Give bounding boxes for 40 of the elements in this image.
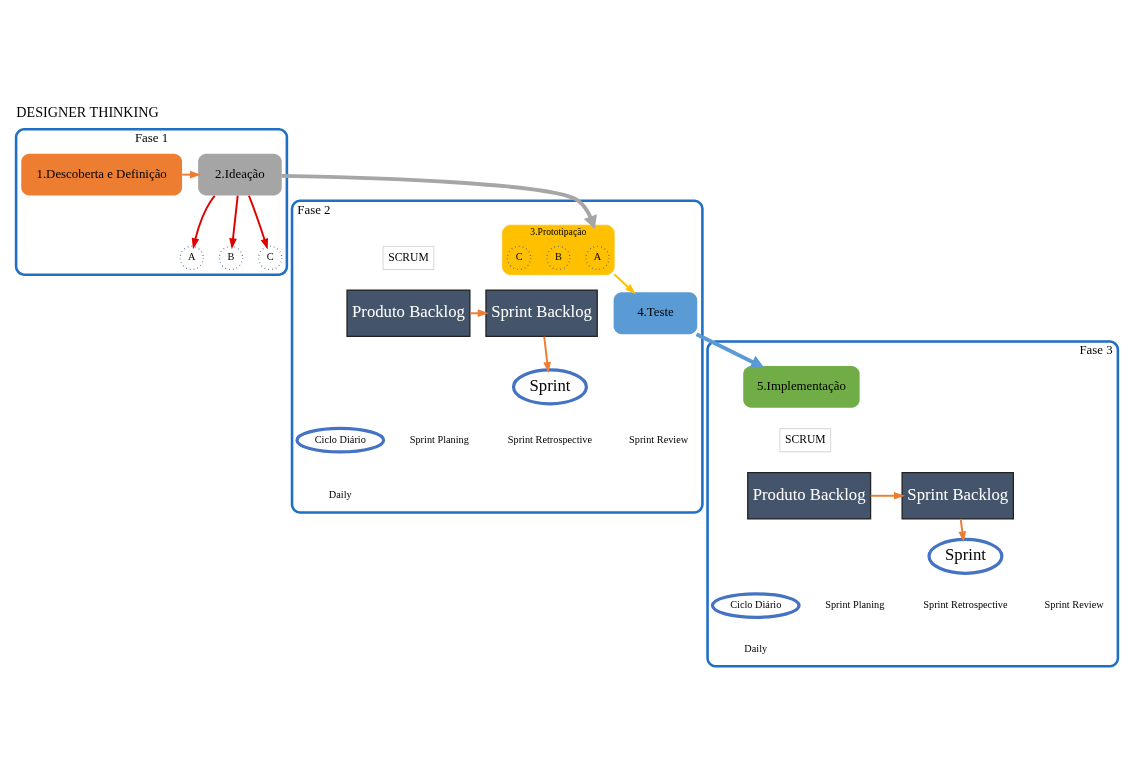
arrow bbox=[695, 332, 765, 368]
label: Sprint Planing bbox=[409, 433, 469, 445]
label: Sprint Retrospective bbox=[923, 598, 1008, 610]
node-box: 4.Teste bbox=[613, 291, 698, 334]
node-ellipse: Ciclo Diário bbox=[295, 426, 386, 454]
arrow bbox=[613, 272, 636, 294]
label: Daily bbox=[744, 642, 768, 654]
node-box: 2.Ideação bbox=[198, 153, 282, 196]
node-box: SCRUM bbox=[382, 245, 435, 270]
arrow bbox=[958, 517, 967, 542]
node-circle: A bbox=[585, 245, 610, 270]
label: Sprint Review bbox=[1044, 598, 1104, 610]
diagram-title: DESIGNER THINKING bbox=[16, 103, 159, 120]
node-box: SCRUM bbox=[779, 427, 832, 452]
label: Sprint Review bbox=[629, 433, 689, 445]
arrow bbox=[229, 194, 239, 249]
node-box: Produto Backlog bbox=[747, 471, 872, 520]
node-ellipse: Sprint bbox=[511, 367, 588, 405]
arrow bbox=[191, 194, 216, 249]
node-circle: C bbox=[257, 245, 283, 270]
node-box: Sprint Backlog bbox=[901, 471, 1014, 520]
node-box: 5.Implementação bbox=[743, 365, 860, 408]
node-circle: B bbox=[218, 245, 244, 270]
arrow bbox=[247, 194, 269, 250]
arrow bbox=[281, 173, 597, 229]
arrow bbox=[869, 491, 905, 500]
node-ellipse: Sprint bbox=[927, 537, 1004, 575]
node-circle: A bbox=[179, 245, 204, 270]
arrow bbox=[543, 335, 551, 373]
node-circle: C bbox=[506, 245, 532, 270]
label: Sprint Retrospective bbox=[507, 433, 593, 445]
node-box: Produto Backlog bbox=[346, 288, 471, 337]
node-box: 1.Descoberta e Definição bbox=[21, 153, 183, 196]
label: Sprint Planing bbox=[825, 598, 885, 610]
arrow bbox=[469, 308, 489, 317]
arrow bbox=[181, 170, 201, 178]
node-ellipse: Ciclo Diário bbox=[710, 591, 801, 619]
node-box: Sprint Backlog bbox=[485, 288, 598, 337]
label: Daily bbox=[328, 488, 352, 500]
node-circle: B bbox=[546, 245, 571, 270]
